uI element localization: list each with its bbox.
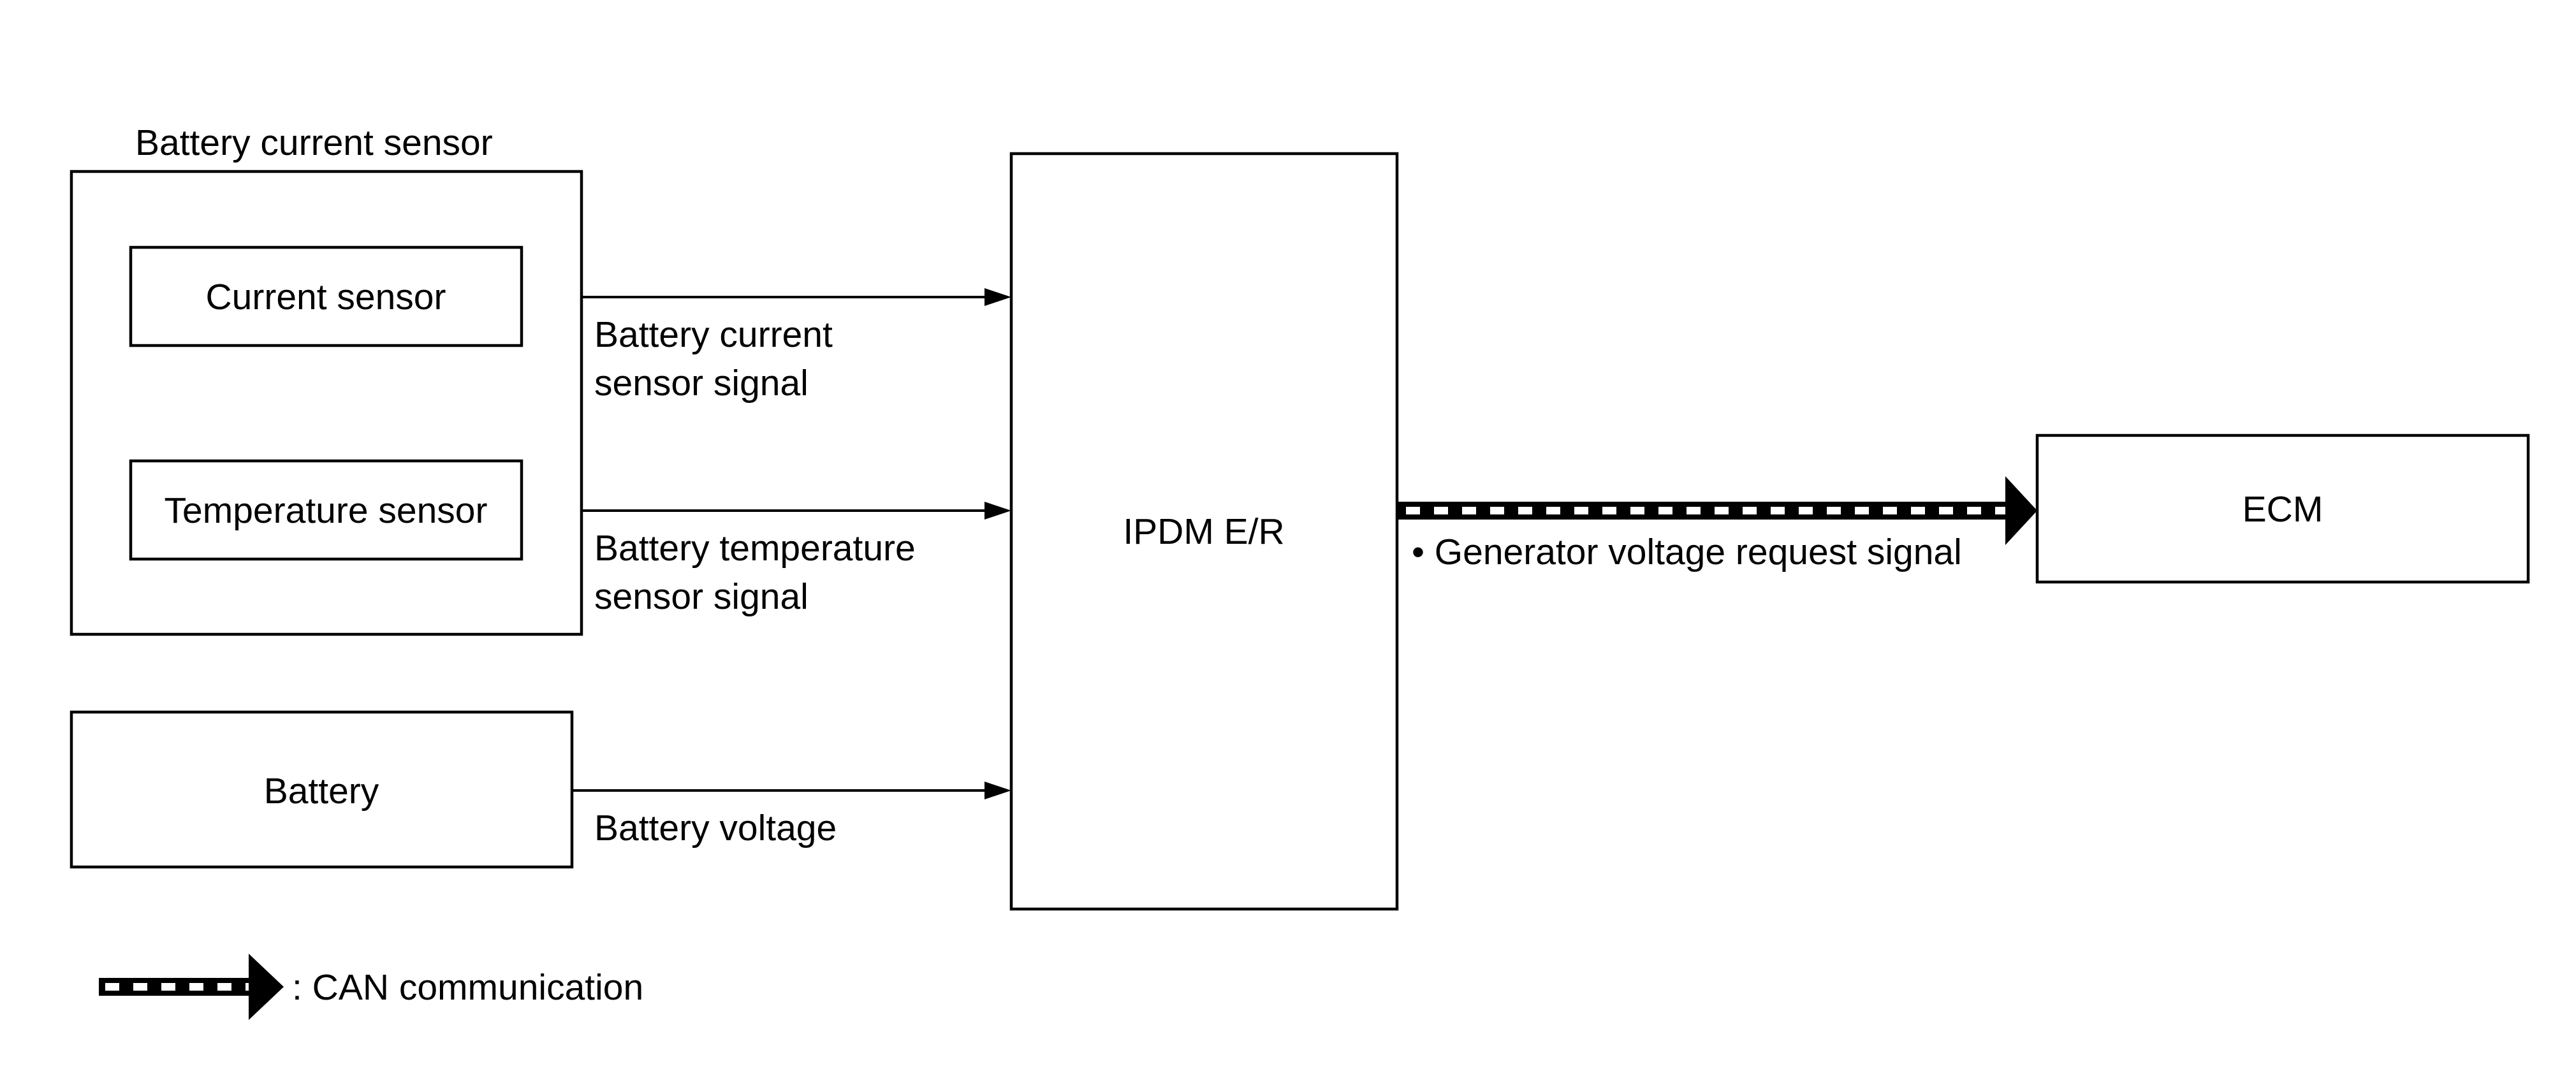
ecm-box bbox=[2035, 433, 2530, 584]
generator-voltage-request-label: • Generator voltage request signal bbox=[1412, 532, 1962, 572]
can-arrowhead bbox=[2005, 476, 2037, 545]
battery-current-sensor-box bbox=[70, 170, 583, 636]
battery-current-sensor-title: Battery current sensor bbox=[135, 122, 493, 163]
battery-current-signal-label-2: sensor signal bbox=[594, 363, 809, 404]
battery-voltage-label: Battery voltage bbox=[594, 808, 837, 848]
battery-current-arrowhead bbox=[984, 288, 1011, 306]
battery-temperature-signal-label-1: Battery temperature bbox=[594, 528, 916, 569]
ipdm-label: IPDM E/R bbox=[1123, 511, 1284, 552]
battery-current-signal-label-1: Battery current bbox=[594, 314, 833, 355]
current-sensor-box bbox=[129, 245, 523, 347]
ipdm-box bbox=[1009, 152, 1399, 911]
current-sensor-label: Current sensor bbox=[206, 277, 446, 317]
ecm-label: ECM bbox=[2243, 489, 2324, 530]
battery-label: Battery bbox=[264, 771, 379, 812]
battery-voltage-arrowhead bbox=[984, 782, 1011, 799]
legend-can-label: : CAN communication bbox=[292, 967, 643, 1008]
temperature-sensor-box bbox=[129, 459, 523, 561]
battery-temperature-signal-label-2: sensor signal bbox=[594, 576, 809, 617]
legend: : CAN communication bbox=[99, 954, 643, 1020]
legend-can-arrowhead bbox=[249, 954, 284, 1020]
battery-box bbox=[70, 710, 574, 869]
battery-temperature-arrowhead bbox=[984, 502, 1011, 520]
temperature-sensor-label: Temperature sensor bbox=[165, 490, 488, 531]
